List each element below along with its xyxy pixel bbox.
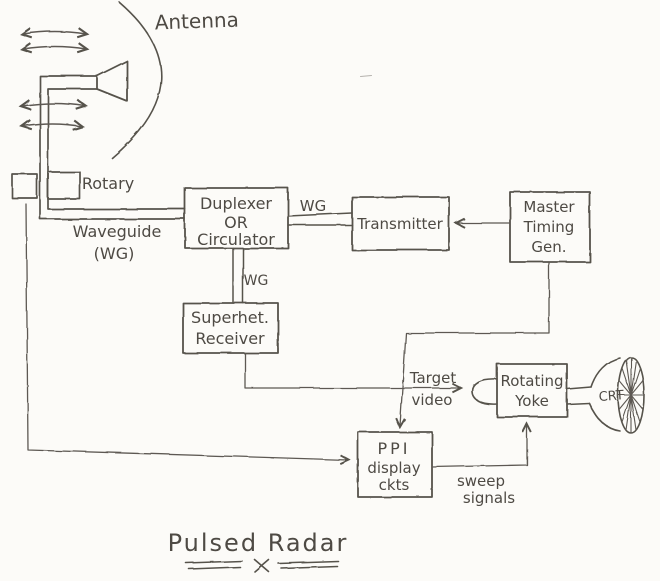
antenna-horn: [96, 60, 128, 102]
svg-text:Timing: Timing: [523, 218, 575, 236]
antenna-label: Antenna: [154, 8, 239, 35]
antenna-dish-arc: [111, 1, 163, 159]
rotation-arrow-4: [23, 124, 81, 127]
svg-text:Circulator: Circulator: [197, 230, 275, 249]
master-timing-block-label: Master Timing Gen.: [523, 198, 576, 256]
wg-label-top: WG: [300, 197, 326, 215]
svg-text:signals: signals: [463, 489, 515, 507]
crt-bell-top: [590, 357, 621, 388]
antenna-mast-waveguide-outer: [39, 75, 186, 220]
antenna-mast-waveguide-inner: [47, 88, 186, 210]
svg-text:PPI: PPI: [377, 439, 410, 458]
svg-text:Superhet.: Superhet.: [191, 308, 269, 327]
rotating-yoke-block-label: Rotating Yoke: [500, 372, 563, 410]
ppi-to-yoke-line: [431, 425, 527, 468]
wg-duplexer-transmitter-line-top: [287, 212, 353, 217]
crt-label: CRT: [598, 388, 624, 405]
crt-neck-bottom: [566, 402, 590, 405]
svg-text:video: video: [412, 391, 453, 409]
target-video-label: Target video: [409, 369, 457, 409]
ppi-display-box: [357, 431, 433, 498]
svg-text:Receiver: Receiver: [195, 329, 265, 348]
title-underline-left: [185, 560, 243, 570]
rotation-arrow-3: [22, 104, 85, 107]
svg-text:Master: Master: [523, 198, 575, 216]
rotary-label: Rotary: [82, 174, 134, 193]
receiver-to-yoke-line: [244, 352, 460, 388]
ppi-block-label: PPI display ckts: [367, 439, 420, 494]
yoke-connector: [471, 378, 498, 405]
sweep-signals-label: sweep signals: [457, 472, 515, 507]
waveguide-label-line1: Waveguide: [73, 222, 162, 241]
svg-text:Duplexer: Duplexer: [200, 194, 272, 213]
rotation-arrow-2: [23, 47, 86, 50]
duplexer-block-label: Duplexer OR Circulator: [197, 194, 275, 249]
antenna-to-ppi-line: [25, 203, 348, 460]
svg-text:Gen.: Gen.: [531, 238, 566, 256]
transmitter-block-label: Transmitter: [356, 215, 443, 233]
crt-bell-bottom: [588, 402, 621, 432]
svg-text:sweep: sweep: [457, 472, 505, 490]
svg-text:Yoke: Yoke: [514, 392, 549, 410]
transmitter-box: [351, 196, 450, 251]
svg-text:ckts: ckts: [379, 476, 410, 494]
svg-text:OR: OR: [224, 213, 248, 232]
rotary-joint-box-right: [47, 171, 81, 200]
diagram-title: Pulsed Radar: [168, 529, 349, 557]
crt-sweep-spokes: [617, 356, 645, 434]
superhet-receiver-box: [182, 302, 279, 354]
wg-label-receiver: WG: [244, 273, 269, 289]
rotation-arrow-1: [23, 32, 86, 35]
title-underline-right: [277, 560, 339, 569]
svg-text:Rotating: Rotating: [500, 372, 563, 390]
crt-neck-top: [566, 386, 592, 390]
svg-text:display: display: [367, 459, 420, 477]
waveguide-label-line2: (WG): [94, 244, 135, 263]
master-timing-gen-box: [509, 191, 591, 263]
svg-text:Target: Target: [409, 369, 457, 387]
rotary-joint-box-left: [11, 173, 38, 199]
master-to-ppi-line: [400, 261, 550, 426]
title-x-mark: [254, 559, 270, 573]
receiver-block-label: Superhet. Receiver: [191, 308, 269, 348]
duplexer-box: [184, 187, 289, 249]
rotating-yoke-box: [496, 363, 568, 418]
stray-pencil-mark: [360, 75, 373, 78]
